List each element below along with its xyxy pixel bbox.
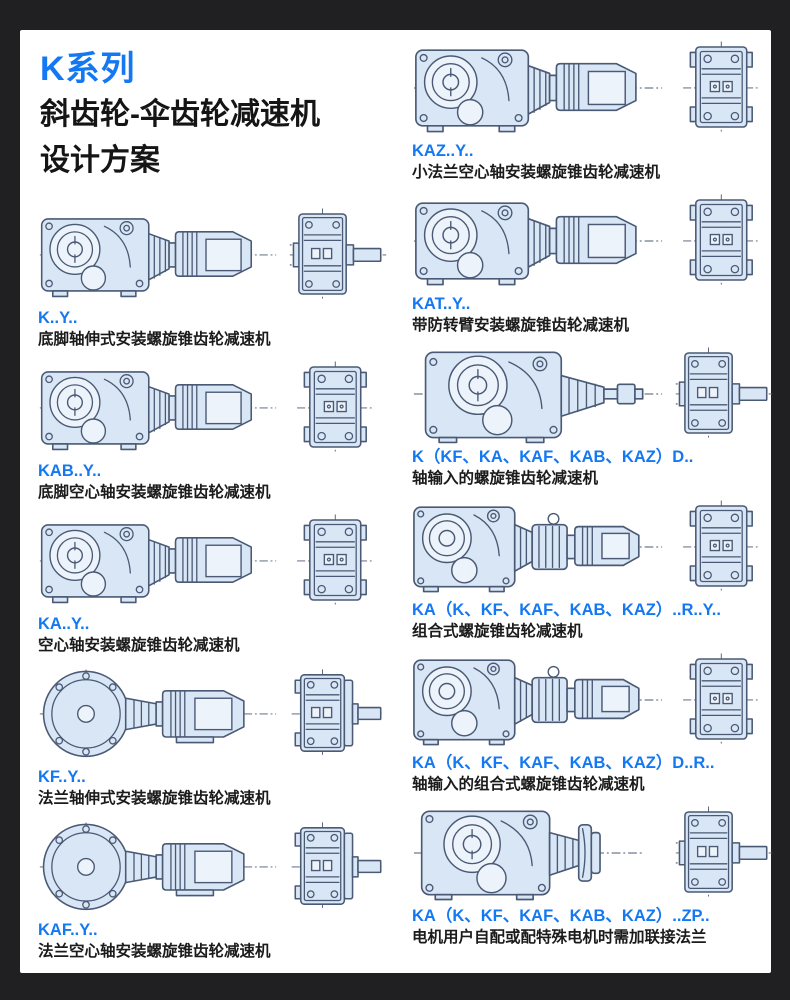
model-code: KA..Y.. bbox=[38, 615, 90, 633]
reducer-main-view-drawing bbox=[412, 648, 664, 750]
reducer-main-view-drawing bbox=[38, 662, 278, 764]
left-product-list: K..Y.. 底脚轴伸式安装螺旋锥齿轮减速机 KAB..Y.. 底脚空心轴安装螺… bbox=[38, 202, 388, 967]
item-caption: KAF..Y.. 法兰空心轴安装螺旋锥齿轮减速机 bbox=[38, 919, 388, 962]
item-caption: KA（K、KF、KAF、KAB、KAZ）D..R.. 轴输入的组合式螺旋锥齿轮减… bbox=[412, 752, 755, 795]
product-item: KAT..Y.. 带防转臂安装螺旋锥齿轮减速机 bbox=[412, 188, 755, 341]
item-caption: KAT..Y.. 带防转臂安装螺旋锥齿轮减速机 bbox=[412, 293, 755, 336]
product-item: KF..Y.. 法兰轴伸式安装螺旋锥齿轮减速机 bbox=[38, 661, 388, 814]
drawing-views bbox=[38, 661, 388, 765]
item-caption: KF..Y.. 法兰轴伸式安装螺旋锥齿轮减速机 bbox=[38, 766, 388, 809]
reducer-end-view-drawing bbox=[674, 189, 774, 291]
subtitle-line-1: 斜齿轮-伞齿轮减速机 bbox=[40, 98, 320, 131]
drawing-views bbox=[38, 355, 388, 459]
right-product-list: KAZ..Y.. 小法兰空心轴安装螺旋锥齿轮减速机 KAT..Y.. 带防转臂安… bbox=[412, 35, 755, 953]
drawing-views bbox=[38, 202, 388, 306]
model-code: K..Y.. bbox=[38, 309, 78, 327]
model-code: KAT..Y.. bbox=[412, 295, 471, 313]
product-item: KA（K、KF、KAF、KAB、KAZ）D..R.. 轴输入的组合式螺旋锥齿轮减… bbox=[412, 647, 755, 800]
reducer-end-view-drawing bbox=[674, 648, 774, 750]
drawing-views bbox=[412, 341, 755, 445]
model-description: 法兰轴伸式安装螺旋锥齿轮减速机 bbox=[38, 790, 271, 807]
product-item: KA（K、KF、KAF、KAB、KAZ）..ZP.. 电机用户自配或配特殊电机时… bbox=[412, 800, 755, 953]
right-column: KAZ..Y.. 小法兰空心轴安装螺旋锥齿轮减速机 KAT..Y.. 带防转臂安… bbox=[412, 34, 755, 973]
product-item: K..Y.. 底脚轴伸式安装螺旋锥齿轮减速机 bbox=[38, 202, 388, 355]
model-code: KA（K、KF、KAF、KAB、KAZ）..ZP.. bbox=[412, 907, 710, 925]
reducer-end-view-drawing bbox=[288, 203, 388, 305]
model-description: 轴输入的组合式螺旋锥齿轮减速机 bbox=[412, 776, 645, 793]
item-caption: KAZ..Y.. 小法兰空心轴安装螺旋锥齿轮减速机 bbox=[412, 140, 755, 183]
item-caption: KAB..Y.. 底脚空心轴安装螺旋锥齿轮减速机 bbox=[38, 460, 388, 503]
reducer-main-view-drawing bbox=[38, 509, 278, 611]
reducer-end-view-drawing bbox=[674, 36, 774, 138]
drawing-views bbox=[38, 814, 388, 918]
model-description: 组合式螺旋锥齿轮减速机 bbox=[412, 623, 583, 640]
reducer-end-view-drawing bbox=[288, 815, 388, 917]
model-description: 底脚轴伸式安装螺旋锥齿轮减速机 bbox=[38, 331, 271, 348]
model-code: KAB..Y.. bbox=[38, 462, 102, 480]
product-item: KAB..Y.. 底脚空心轴安装螺旋锥齿轮减速机 bbox=[38, 355, 388, 508]
product-item: KAF..Y.. 法兰空心轴安装螺旋锥齿轮减速机 bbox=[38, 814, 388, 967]
reducer-end-view-drawing bbox=[288, 662, 388, 764]
model-description: 法兰空心轴安装螺旋锥齿轮减速机 bbox=[38, 943, 271, 960]
model-code: KF..Y.. bbox=[38, 768, 86, 786]
reducer-main-view-drawing bbox=[412, 342, 664, 444]
item-caption: KA（K、KF、KAF、KAB、KAZ）..R..Y.. 组合式螺旋锥齿轮减速机 bbox=[412, 599, 755, 642]
drawing-views bbox=[412, 647, 755, 751]
model-description: 小法兰空心轴安装螺旋锥齿轮减速机 bbox=[412, 164, 661, 181]
reducer-end-view-drawing bbox=[288, 509, 388, 611]
model-code: KA（K、KF、KAF、KAB、KAZ）D..R.. bbox=[412, 754, 715, 772]
reducer-end-view-drawing bbox=[674, 801, 774, 903]
drawing-views bbox=[412, 188, 755, 292]
model-description: 空心轴安装螺旋锥齿轮减速机 bbox=[38, 637, 240, 654]
catalog-card: K系列 斜齿轮-伞齿轮减速机 设计方案 K..Y.. 底脚轴伸式安装螺旋锥齿轮减… bbox=[20, 30, 771, 973]
model-code: KAZ..Y.. bbox=[412, 142, 474, 160]
reducer-main-view-drawing bbox=[38, 203, 278, 305]
model-code: KAF..Y.. bbox=[38, 921, 98, 939]
item-caption: KA（K、KF、KAF、KAB、KAZ）..ZP.. 电机用户自配或配特殊电机时… bbox=[412, 905, 755, 948]
drawing-views bbox=[412, 800, 755, 904]
model-description: 轴输入的螺旋锥齿轮减速机 bbox=[412, 470, 599, 487]
drawing-views bbox=[412, 35, 755, 139]
item-caption: KA..Y.. 空心轴安装螺旋锥齿轮减速机 bbox=[38, 613, 388, 656]
reducer-main-view-drawing bbox=[412, 36, 664, 138]
drawing-views bbox=[412, 494, 755, 598]
reducer-main-view-drawing bbox=[38, 356, 278, 458]
reducer-main-view-drawing bbox=[412, 801, 664, 903]
reducer-end-view-drawing bbox=[674, 342, 774, 444]
series-title: K系列 bbox=[40, 50, 136, 88]
reducer-main-view-drawing bbox=[412, 495, 664, 597]
page-header: K系列 斜齿轮-伞齿轮减速机 设计方案 bbox=[40, 46, 388, 184]
reducer-end-view-drawing bbox=[674, 495, 774, 597]
product-item: KA..Y.. 空心轴安装螺旋锥齿轮减速机 bbox=[38, 508, 388, 661]
left-column: K系列 斜齿轮-伞齿轮减速机 设计方案 K..Y.. 底脚轴伸式安装螺旋锥齿轮减… bbox=[38, 34, 388, 973]
model-description: 底脚空心轴安装螺旋锥齿轮减速机 bbox=[38, 484, 271, 501]
product-item: KA（K、KF、KAF、KAB、KAZ）..R..Y.. 组合式螺旋锥齿轮减速机 bbox=[412, 494, 755, 647]
subtitle-line-2: 设计方案 bbox=[40, 144, 160, 177]
model-description: 带防转臂安装螺旋锥齿轮减速机 bbox=[412, 317, 630, 334]
model-code: KA（K、KF、KAF、KAB、KAZ）..R..Y.. bbox=[412, 601, 721, 619]
reducer-end-view-drawing bbox=[288, 356, 388, 458]
product-item: K（KF、KA、KAF、KAB、KAZ）D.. 轴输入的螺旋锥齿轮减速机 bbox=[412, 341, 755, 494]
model-description: 电机用户自配或配特殊电机时需加联接法兰 bbox=[412, 929, 707, 946]
reducer-main-view-drawing bbox=[412, 189, 664, 291]
drawing-views bbox=[38, 508, 388, 612]
product-item: KAZ..Y.. 小法兰空心轴安装螺旋锥齿轮减速机 bbox=[412, 35, 755, 188]
model-code: K（KF、KA、KAF、KAB、KAZ）D.. bbox=[412, 448, 694, 466]
item-caption: K（KF、KA、KAF、KAB、KAZ）D.. 轴输入的螺旋锥齿轮减速机 bbox=[412, 446, 755, 489]
item-caption: K..Y.. 底脚轴伸式安装螺旋锥齿轮减速机 bbox=[38, 307, 388, 350]
reducer-main-view-drawing bbox=[38, 815, 278, 917]
